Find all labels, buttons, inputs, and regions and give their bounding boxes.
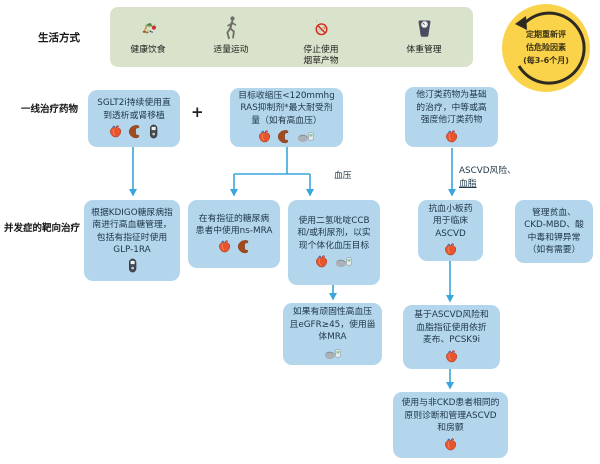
heart-icon bbox=[442, 241, 459, 258]
glucose-meter-icon bbox=[124, 257, 141, 274]
heart-icon bbox=[442, 436, 459, 453]
box-sglt2i: SGLT2i持续使用直到透析或肾移植 bbox=[88, 90, 180, 147]
cycle-arrow-icon bbox=[515, 11, 586, 85]
heart-icon bbox=[256, 128, 273, 145]
reassess-risk-text: 定期重新评估危险因素(每3-6个月) bbox=[523, 30, 569, 65]
box-steroidal-mra: 如果有顽固性高血压且eGFR≥45，使用甾体MRA bbox=[283, 303, 382, 365]
exercise-icon bbox=[223, 12, 240, 44]
ascvd-risk-line2: 血脂 bbox=[459, 179, 477, 189]
lifestyle-item-label: 健康饮食 bbox=[130, 45, 166, 55]
lifestyle-item-no-tobacco: 停止使用烟草产物 bbox=[283, 11, 359, 67]
lifestyle-item-healthy-diet: 健康饮食 bbox=[110, 11, 186, 56]
heart-icon bbox=[313, 253, 330, 270]
bp-monitor-icon bbox=[332, 253, 356, 270]
kidney-icon bbox=[235, 238, 252, 255]
plus-operator: + bbox=[191, 103, 204, 121]
weight-scale-icon bbox=[416, 12, 433, 44]
box-statin: 他汀类药物为基础的治疗，中等或高强度他汀类药物 bbox=[405, 87, 498, 147]
heart-icon bbox=[443, 128, 460, 145]
row-label-first-line-drugs: 一线治疗药物 bbox=[21, 104, 79, 115]
bp-monitor-icon bbox=[321, 345, 345, 362]
box-ezetimibe-pcsk9i-text: 基于ASCVD风险和血脂指征使用依折麦布、PCSK9i bbox=[414, 310, 489, 346]
heart-icon bbox=[216, 238, 233, 255]
glucose-meter-icon bbox=[145, 123, 162, 140]
box-statin-text: 他汀类药物为基础的治疗，中等或高强度他汀类药物 bbox=[416, 90, 487, 126]
healthy-diet-icon bbox=[140, 12, 157, 44]
lifestyle-item-label: 体重管理 bbox=[406, 45, 442, 55]
kidney-icon bbox=[275, 128, 292, 145]
box-anemia-mbd: 管理贫血、CKD-MBD、酸中毒和钾异常（如有需要） bbox=[515, 200, 593, 263]
ascvd-risk-line1: ASCVD风险、 bbox=[459, 166, 516, 176]
edge-label-blood-pressure: 血压 bbox=[334, 171, 352, 181]
bp-monitor-icon bbox=[294, 128, 318, 145]
box-ns-mra: 在有指征的糖尿病患者中使用ns-MRA bbox=[188, 200, 280, 268]
lifestyle-item-label: 停止使用烟草产物 bbox=[303, 45, 339, 66]
box-steroidal-mra-text: 如果有顽固性高血压且eGFR≥45，使用甾体MRA bbox=[289, 307, 376, 343]
row-label-complication-treatment: 并发症的靶向治疗 bbox=[4, 223, 81, 234]
box-ezetimibe-pcsk9i: 基于ASCVD风险和血脂指征使用依折麦布、PCSK9i bbox=[403, 305, 500, 369]
lifestyle-item-weight: 体重管理 bbox=[386, 11, 462, 56]
box-sglt2i-text: SGLT2i持续使用直到透析或肾移植 bbox=[97, 98, 171, 121]
box-ns-mra-text: 在有指征的糖尿病患者中使用ns-MRA bbox=[195, 213, 273, 236]
lifestyle-item-label: 适量运动 bbox=[213, 45, 249, 55]
edge-label-ascvd-risk: ASCVD风险、 血脂 bbox=[459, 165, 516, 191]
lifestyle-panel: 健康饮食 适量运动 停止使用烟草产物 体重管理 bbox=[110, 7, 473, 67]
heart-icon bbox=[443, 348, 460, 365]
heart-icon bbox=[107, 123, 124, 140]
lifestyle-item-exercise: 适量运动 bbox=[193, 11, 269, 56]
kidney-icon bbox=[126, 123, 143, 140]
reassess-risk-circle: 定期重新评估危险因素(每3-6个月) bbox=[502, 4, 590, 92]
no-tobacco-icon bbox=[313, 12, 330, 44]
row-label-lifestyle: 生活方式 bbox=[38, 32, 80, 44]
box-anemia-mbd-text: 管理贫血、CKD-MBD、酸中毒和钾异常（如有需要） bbox=[524, 207, 584, 255]
